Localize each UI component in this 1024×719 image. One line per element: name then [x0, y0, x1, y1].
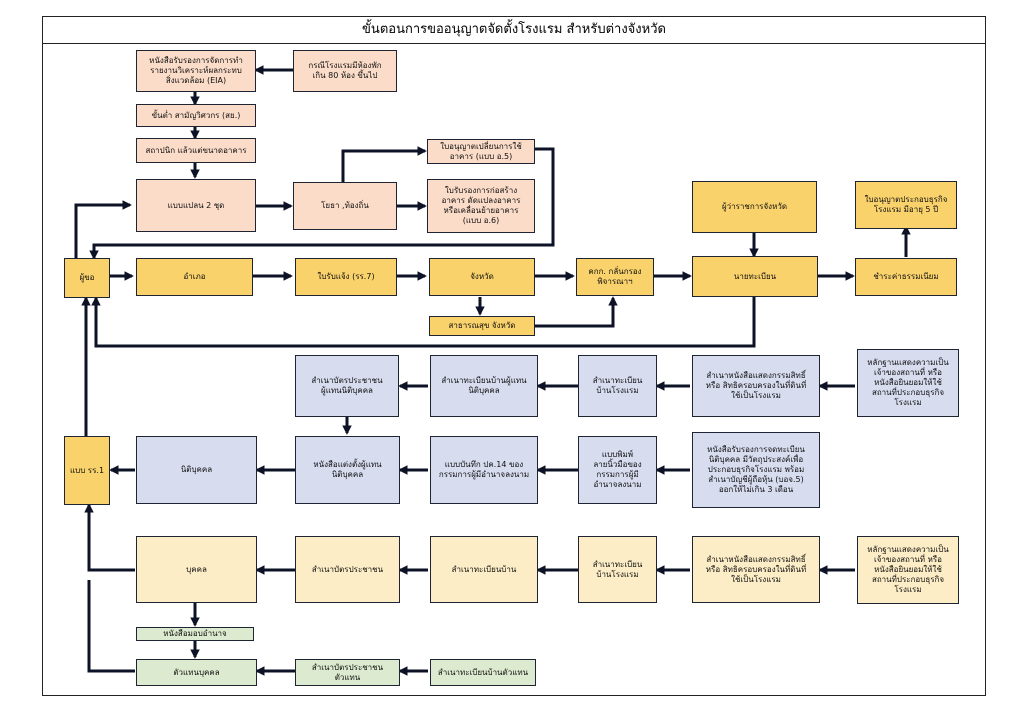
- box-provincial-health: สาธารณสุข จังหวัด: [429, 316, 535, 336]
- box-ownership-consent-1: หลักฐานแสดงความเป็น เจ้าของสถานที่ หรือ …: [857, 349, 959, 417]
- box-land-title-copy-2: สำเนาหนังสือแสดงกรรมสิทธิ์ หรือ สิทธิครอ…: [692, 536, 820, 603]
- box-company-certificate: หนังสือรับรองการจดทะเบียน นิติบุคคล มีวั…: [692, 432, 820, 508]
- arrow-health-to-committee: [535, 296, 618, 328]
- arrow-applicant-to-plans: [74, 200, 132, 258]
- box-appointment-letter: หนังสือแต่งตั้งผู้แทน นิติบุคคล: [295, 436, 400, 504]
- box-rep-id-copy: สำเนาบัตรประชาชน ผู้แทนนิติบุคคล: [295, 355, 399, 417]
- box-screening-committee: คกก. กลั่นกรอง พิจารณาฯ: [576, 258, 654, 296]
- diagram-title: ขั้นตอนการขออนุญาตจัดตั้งโรงแรม สำหรับต่…: [42, 16, 986, 44]
- box-ownership-consent-2: หลักฐานแสดงความเป็น เจ้าของสถานที่ หรือ …: [857, 536, 959, 604]
- box-juristic-person: นิติบุคคล: [136, 436, 257, 504]
- box-applicant: ผู้ขอ: [64, 258, 110, 298]
- box-engineer: ขั้นต่ำ สามัญวิศวกร (สย.): [136, 104, 256, 127]
- box-land-title-copy-1: สำเนาหนังสือแสดงกรรมสิทธิ์ หรือ สิทธิครอ…: [692, 355, 820, 417]
- box-power-of-attorney: หนังสือมอบอำนาจ: [136, 627, 254, 641]
- arrow-forms-return-to-applicant: [89, 147, 555, 260]
- box-pj14-record: แบบบันทึก ปค.14 ของ กรรมการผู้มีอำนาจลงน…: [430, 436, 538, 504]
- arrow-repperson-to-rr1: [87, 580, 135, 673]
- box-pay-fee: ชำระค่าธรรมเนียม: [855, 258, 957, 296]
- box-hotel-license: ใบอนุญาตประกอบธุรกิจ โรงแรม มีอายุ 5 ปี: [855, 181, 957, 229]
- box-governor: ผู้ว่าราชการจังหวัด: [692, 181, 817, 233]
- box-fingerprint-form: แบบพิมพ์ ลายนิ้วมือของ กรรมการผู้มี อำนา…: [578, 436, 657, 504]
- arrow-registrar-back-to-applicant: [91, 296, 756, 348]
- box-representative-house-copy: สำเนาทะเบียนบ้านตัวแทน: [430, 659, 536, 686]
- box-hotel-house-copy-1: สำเนาทะเบียน บ้านโรงแรม: [578, 355, 657, 417]
- box-form-rr1: แบบ รร.1: [64, 436, 110, 505]
- arrow-person-to-rr1: [84, 503, 135, 572]
- box-architect: สถาปนิก แล้วแต่ขนาดอาคาร: [136, 138, 256, 163]
- box-hotel-house-copy-2: สำเนาทะเบียน บ้านโรงแรม: [578, 536, 657, 603]
- arrow-publicworks-to-changeuse: [341, 146, 427, 182]
- box-representative-id-copy: สำเนาบัตรประชาชน ตัวแทน: [295, 659, 400, 686]
- box-representative: ตัวแทนบุคคล: [136, 659, 257, 686]
- box-province: จังหวัด: [429, 258, 535, 296]
- box-over-80-rooms: กรณีโรงแรมมีห้องพัก เกิน 80 ห้อง ขึ้นไป: [293, 50, 397, 92]
- box-construction-certificate: ใบรับรองการก่อสร้าง อาคาร ดัดแปลงอาคาร ห…: [427, 179, 535, 233]
- box-public-works: โยธา ,ท้องถิ่น: [293, 182, 397, 230]
- box-change-use-permit: ใบอนุญาตเปลี่ยนการใช้ อาคาร (แบบ อ.5): [427, 139, 535, 164]
- box-building-plans: แบบแปลน 2 ชุด: [136, 179, 256, 232]
- box-notice-receipt: ใบรับแจ้ง (รร.7): [295, 258, 397, 296]
- box-individual: บุคคล: [136, 536, 257, 603]
- box-district: อำเภอ: [136, 258, 253, 296]
- box-id-card-copy: สำเนาบัตรประชาชน: [295, 536, 400, 603]
- box-eia: หนังสือรับรองการจัดการทำ รายงานวิเคราะห์…: [136, 50, 256, 92]
- box-registrar: นายทะเบียน: [692, 256, 818, 297]
- box-house-registration-copy: สำเนาทะเบียนบ้าน: [430, 536, 538, 603]
- box-rep-house-copy: สำเนาทะเบียนบ้านผู้แทน นิติบุคคล: [430, 355, 538, 417]
